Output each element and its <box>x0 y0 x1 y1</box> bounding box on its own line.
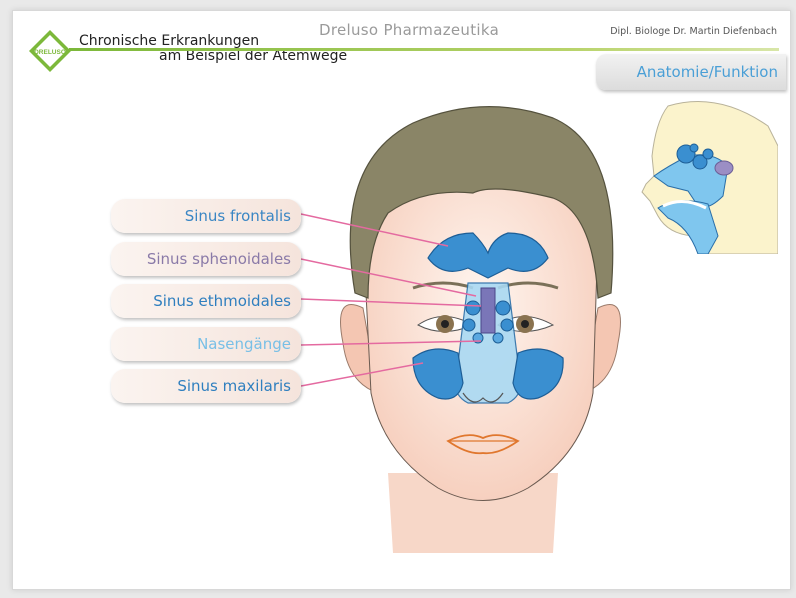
slide: DRELUSO Chronische Erkrankungen am Beisp… <box>12 10 791 590</box>
label-sinus-maxilaris[interactable]: Sinus maxilaris <box>111 369 301 403</box>
label-sinus-frontalis[interactable]: Sinus frontalis <box>111 199 301 233</box>
label-sinus-ethmoidales-text: Sinus ethmoidales <box>153 292 291 310</box>
label-sinus-maxilaris-text: Sinus maxilaris <box>177 377 291 395</box>
label-sinus-ethmoidales[interactable]: Sinus ethmoidales <box>111 284 301 318</box>
label-sinus-sphenoidales[interactable]: Sinus sphenoidales <box>111 242 301 276</box>
label-sinus-sphenoidales-text: Sinus sphenoidales <box>147 250 291 268</box>
label-nasengaenge[interactable]: Nasengänge <box>111 327 301 361</box>
label-sinus-frontalis-text: Sinus frontalis <box>185 207 291 225</box>
label-nasengaenge-text: Nasengänge <box>197 335 291 353</box>
